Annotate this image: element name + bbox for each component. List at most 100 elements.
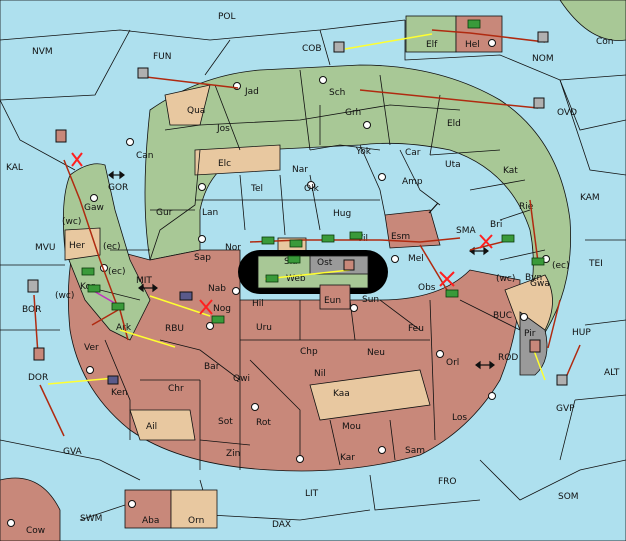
land-label: Tel [250,184,263,194]
land-label: Can [136,151,154,161]
land-label: Kar [340,453,355,463]
prov-esm[interactable] [384,209,441,249]
coast-tag: (ec) [552,261,570,271]
land-label: Sot [218,417,233,427]
army-icon [261,236,275,245]
sea-label: GVA [63,447,83,457]
sea-label: MVU [35,243,56,253]
land-label: Sam [405,446,425,456]
army-units [81,19,545,324]
army-icon [265,274,279,283]
land-label: Sap [194,253,211,263]
sea-label: DAX [272,520,291,530]
land-label: Qua [187,106,205,116]
army-icon [111,302,125,311]
land-label: Kor [80,282,95,292]
fleet-icon [556,374,568,386]
army-icon [87,284,101,293]
sea-label: COB [302,44,322,54]
convoy-order [91,289,119,306]
land-label: Uta [445,160,461,170]
sea-label: GVP [556,404,575,414]
land-label: Elc [218,159,231,169]
army-icon [81,267,95,276]
land-label: Grh [345,108,361,118]
fleet-icon [179,291,193,301]
prov-orn[interactable] [170,489,218,529]
sea-label: OVD [557,108,577,118]
land-label: Sch [329,88,345,98]
land-label: Jos [216,124,230,134]
land-label: Bar [204,362,220,372]
fleet-icon [33,347,45,361]
sea-label: BOR [22,305,41,315]
sea-label: KAL [6,163,23,173]
coast-tags: (wc) (ec) (ec) (wc) (wc) (ec) [55,217,570,301]
land-label: Kaa [333,389,350,399]
land-label: Nab [208,284,226,294]
land-label: Nar [292,165,308,175]
army-icon [211,315,225,324]
fleet-icon [107,375,119,385]
land-label: Ver [84,343,99,353]
land-label: Sun [362,295,379,305]
sea-label: Con [596,37,614,47]
land-label: Gaw [84,203,104,213]
sea-label: MIT [136,276,152,286]
coast-tag: (ec) [108,267,126,277]
land-label: Ost [317,258,333,268]
fleet-icon [537,31,549,43]
army-icon [321,234,335,243]
army-icon [501,234,515,243]
land-label: Elf [426,40,438,50]
army-icon [467,19,481,29]
land-label: Zin [226,449,240,459]
coast-tag: (ec) [103,242,121,252]
fleet-icon [137,67,149,79]
army-icon [349,231,363,240]
land-label: Jad [244,87,259,97]
land-label: Feu [408,324,424,334]
prov-elc[interactable] [194,144,281,176]
prov-ail[interactable] [129,409,196,441]
land-label: Ail [146,422,157,432]
fleet-icon [343,259,355,271]
sea-label: KAM [580,193,600,203]
sea-label: POL [218,12,236,22]
army-icon [287,255,301,264]
land-label: Gwa [530,279,550,289]
prov-kaa[interactable] [309,369,431,421]
land-label: Eun [324,296,341,306]
sea-labels: POL NVM FUN COB NOM Con OVD KAL GOR KAM … [6,12,620,536]
prov-eun[interactable] [319,284,351,310]
sea-label: NOM [532,54,554,64]
prov-cow[interactable] [0,477,61,541]
fleet-icon [529,339,541,353]
prov-aba[interactable] [124,489,172,529]
sea-label: SMA [456,226,476,236]
army-icon [531,257,545,266]
land-label: Vil [357,234,368,244]
fleet-icon [27,279,39,293]
land-label: Mou [342,422,361,432]
land-label: Hug [333,209,351,219]
land-label: Ark [116,323,132,333]
land-label: Lan [202,208,218,218]
coast-tag: (wc) [55,291,74,301]
sea-label: FUN [153,52,172,62]
sea-label: TEI [588,259,603,269]
land-label: Pir [524,329,536,339]
sea-label: LIT [305,489,319,499]
land-label: Amp [402,177,423,187]
army-icon [289,239,303,248]
sea-label: DOR [28,373,48,383]
land-label: Qwi [233,374,250,384]
sea-label: Cow [26,526,45,536]
land-label: Yok [355,147,372,157]
fleet-icon [533,97,545,109]
land-label: Esm [391,232,410,242]
sea-label: ROD [498,353,518,363]
land-label: Olk [304,184,320,194]
